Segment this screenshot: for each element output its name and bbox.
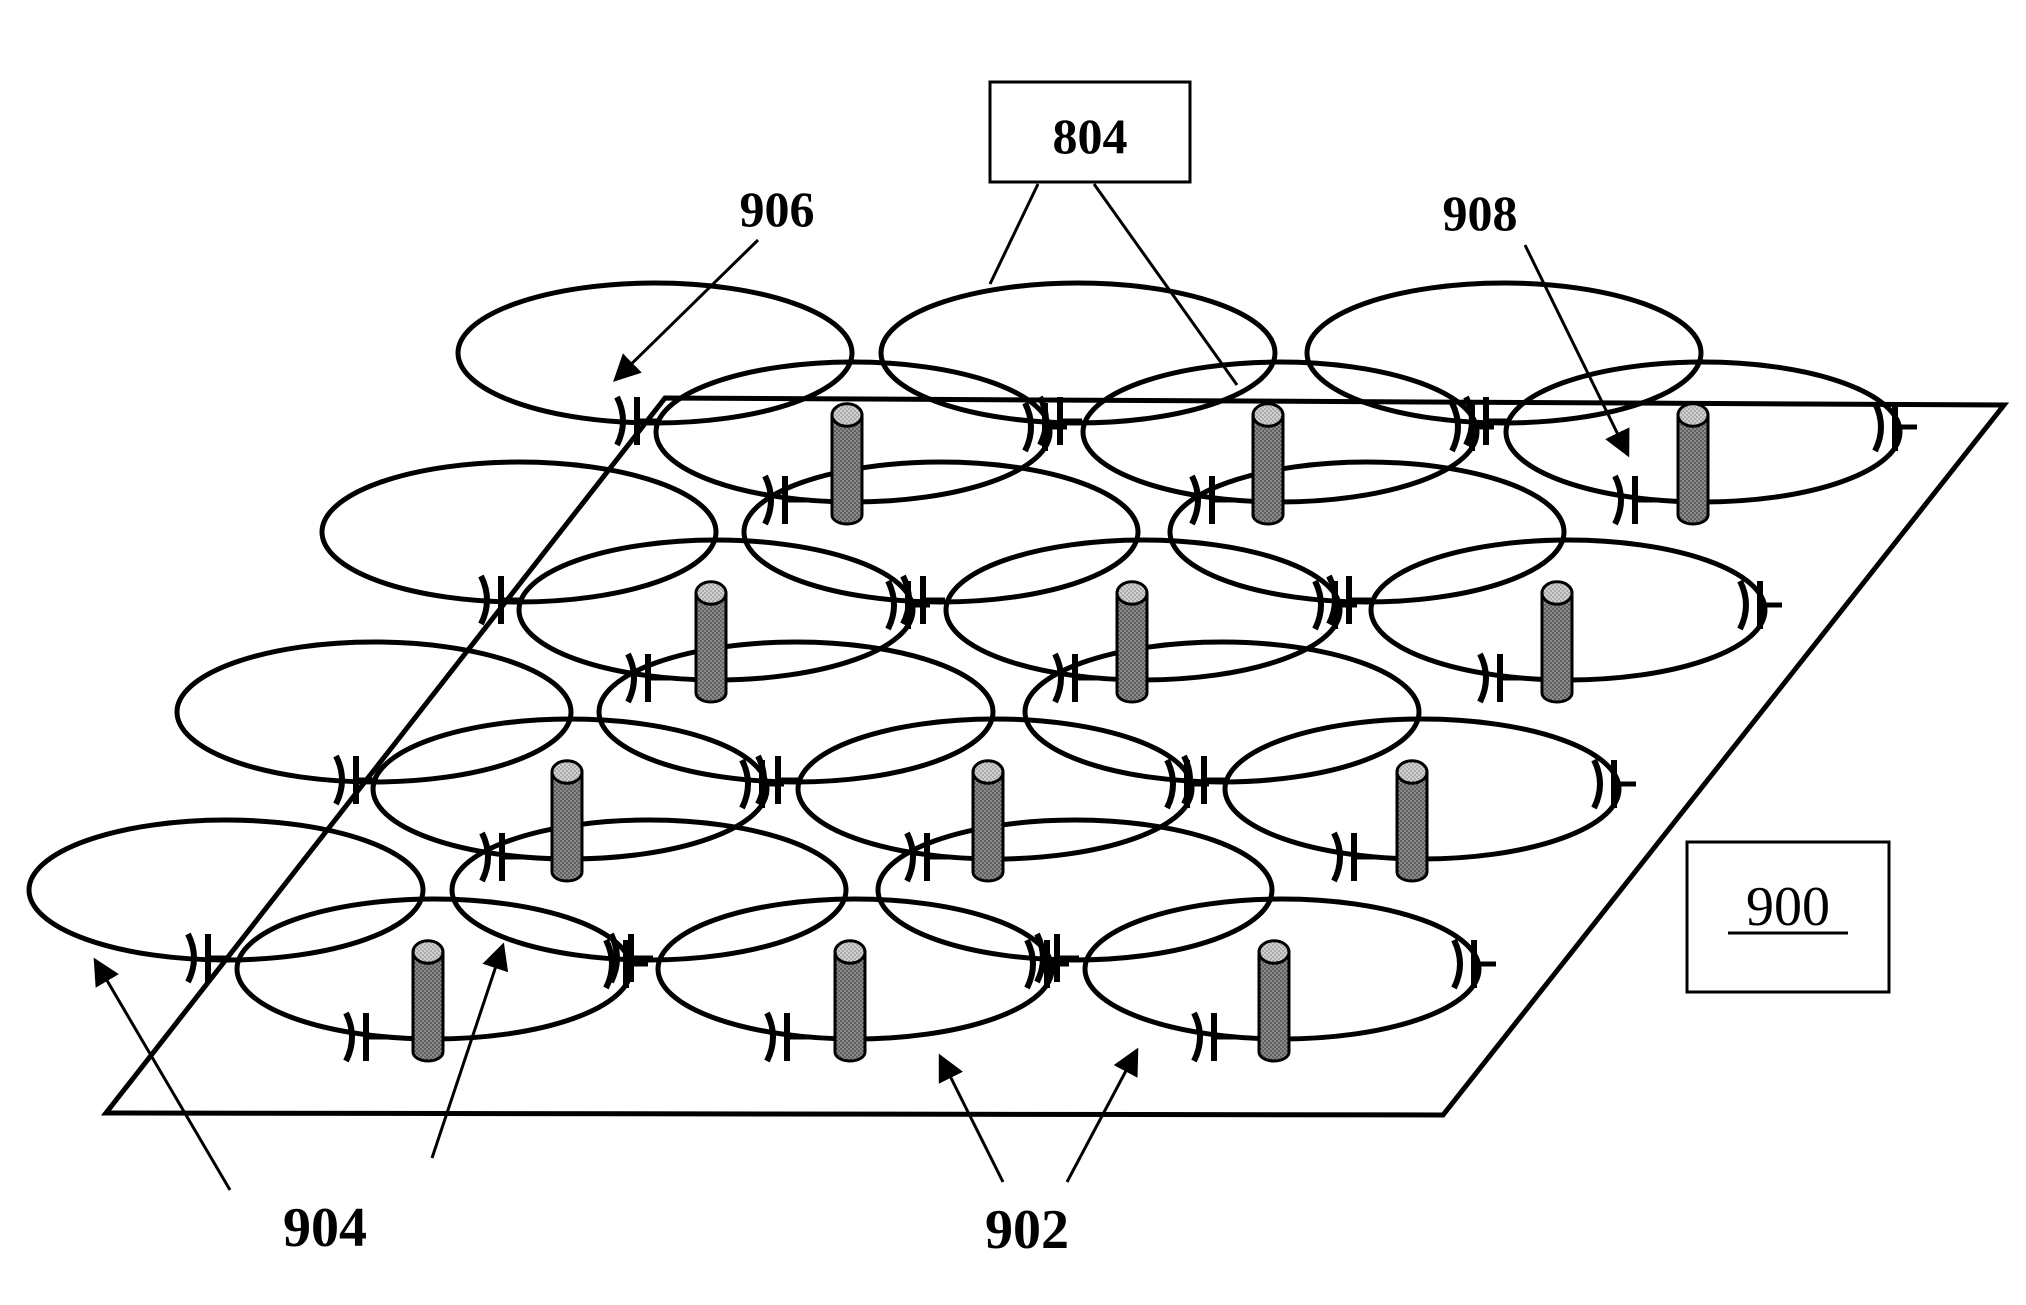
arrow-906 xyxy=(615,240,758,380)
post-body xyxy=(835,952,865,1061)
post-top xyxy=(835,941,865,964)
back-ring xyxy=(458,283,852,423)
post-body xyxy=(413,952,443,1061)
post-body xyxy=(696,593,726,702)
capacitor-curved-plate xyxy=(888,581,894,629)
post-body xyxy=(973,772,1003,881)
post-top xyxy=(1542,582,1572,605)
post-top xyxy=(413,941,443,964)
capacitor-curved-plate xyxy=(1167,760,1173,808)
back-ring-capacitor xyxy=(617,397,659,445)
front-ring-right-capacitor xyxy=(1875,403,1917,451)
label-904: 904 xyxy=(283,1197,367,1259)
front-ring-bottom-capacitor xyxy=(1615,476,1657,524)
post xyxy=(832,404,862,524)
capacitor-curved-plate xyxy=(1594,760,1600,808)
capacitor-curved-plate xyxy=(742,760,748,808)
arrow-904-a xyxy=(95,960,230,1190)
post xyxy=(1397,761,1427,881)
capacitor-curved-plate xyxy=(1055,654,1061,702)
label-900: 900 xyxy=(1746,876,1830,938)
back-ring-capacitor xyxy=(188,934,230,982)
post-body xyxy=(832,415,862,524)
post-body xyxy=(1542,593,1572,702)
post xyxy=(973,761,1003,881)
label-906: 906 xyxy=(740,181,815,237)
capacitor-curved-plate xyxy=(1315,581,1321,629)
back-ring-capacitor xyxy=(1037,934,1079,982)
capacitor-curved-plate xyxy=(767,1013,773,1061)
post-top xyxy=(1678,404,1708,427)
capacitor-curved-plate xyxy=(907,833,913,881)
post-body xyxy=(1253,415,1283,524)
front-ring-bottom-capacitor xyxy=(767,1013,809,1061)
resonator-ring-array xyxy=(29,283,1900,1039)
post xyxy=(1117,582,1147,702)
label-804: 804 xyxy=(1053,108,1128,164)
leader-804-a xyxy=(990,184,1038,284)
post-top xyxy=(1259,941,1289,964)
capacitor-curved-plate xyxy=(1452,403,1458,451)
capacitor-curved-plate xyxy=(346,1013,352,1061)
back-ring-capacitor xyxy=(481,576,523,624)
label-902: 902 xyxy=(985,1199,1069,1261)
capacitor-curved-plate xyxy=(1194,1013,1200,1061)
post-top xyxy=(696,582,726,605)
capacitor-curved-plate xyxy=(1740,581,1746,629)
post-top xyxy=(1117,582,1147,605)
back-ring xyxy=(1025,642,1419,782)
front-ring-right-capacitor xyxy=(1454,940,1496,988)
capacitor-curved-plate xyxy=(1025,403,1031,451)
front-ring-bottom-capacitor xyxy=(346,1013,388,1061)
post-top xyxy=(552,761,582,784)
post xyxy=(413,941,443,1061)
post-top xyxy=(1253,404,1283,427)
post-top xyxy=(1397,761,1427,784)
back-ring xyxy=(1170,462,1564,602)
post xyxy=(835,941,865,1061)
back-ring xyxy=(452,820,846,960)
post xyxy=(1259,941,1289,1061)
capacitor-curved-plate xyxy=(482,833,488,881)
capacitor-curved-plate xyxy=(606,940,612,988)
post xyxy=(1678,404,1708,524)
label-908: 908 xyxy=(1443,185,1518,241)
back-ring xyxy=(878,820,1272,960)
post-body xyxy=(1259,952,1289,1061)
substrate-plate xyxy=(106,398,2004,1115)
front-ring-bottom-capacitor xyxy=(1480,654,1522,702)
capacitor-curved-plate xyxy=(1615,476,1621,524)
front-ring-right-capacitor xyxy=(1740,581,1782,629)
back-ring xyxy=(177,642,571,782)
back-ring xyxy=(744,462,1138,602)
capacitor-curved-plate xyxy=(1480,654,1486,702)
post-top xyxy=(973,761,1003,784)
capacitor-curved-plate xyxy=(1027,940,1033,988)
post xyxy=(1253,404,1283,524)
post-body xyxy=(1117,593,1147,702)
post-body xyxy=(1397,772,1427,881)
back-ring xyxy=(29,820,423,960)
arrow-902-a xyxy=(940,1056,1003,1182)
front-ring-right-capacitor xyxy=(1594,760,1636,808)
front-ring-right-capacitor xyxy=(1027,940,1069,988)
front-ring-bottom-capacitor xyxy=(1334,833,1376,881)
capacitor-curved-plate xyxy=(1334,833,1340,881)
capacitor-curved-plate xyxy=(1875,403,1881,451)
front-ring-bottom-capacitor xyxy=(1194,1013,1236,1061)
capacitor-curved-plate xyxy=(1454,940,1460,988)
post-body xyxy=(1678,415,1708,524)
capacitor-curved-plate xyxy=(628,654,634,702)
post-top xyxy=(832,404,862,427)
post xyxy=(552,761,582,881)
back-ring xyxy=(599,642,993,782)
post-body xyxy=(552,772,582,881)
post xyxy=(696,582,726,702)
post xyxy=(1542,582,1572,702)
